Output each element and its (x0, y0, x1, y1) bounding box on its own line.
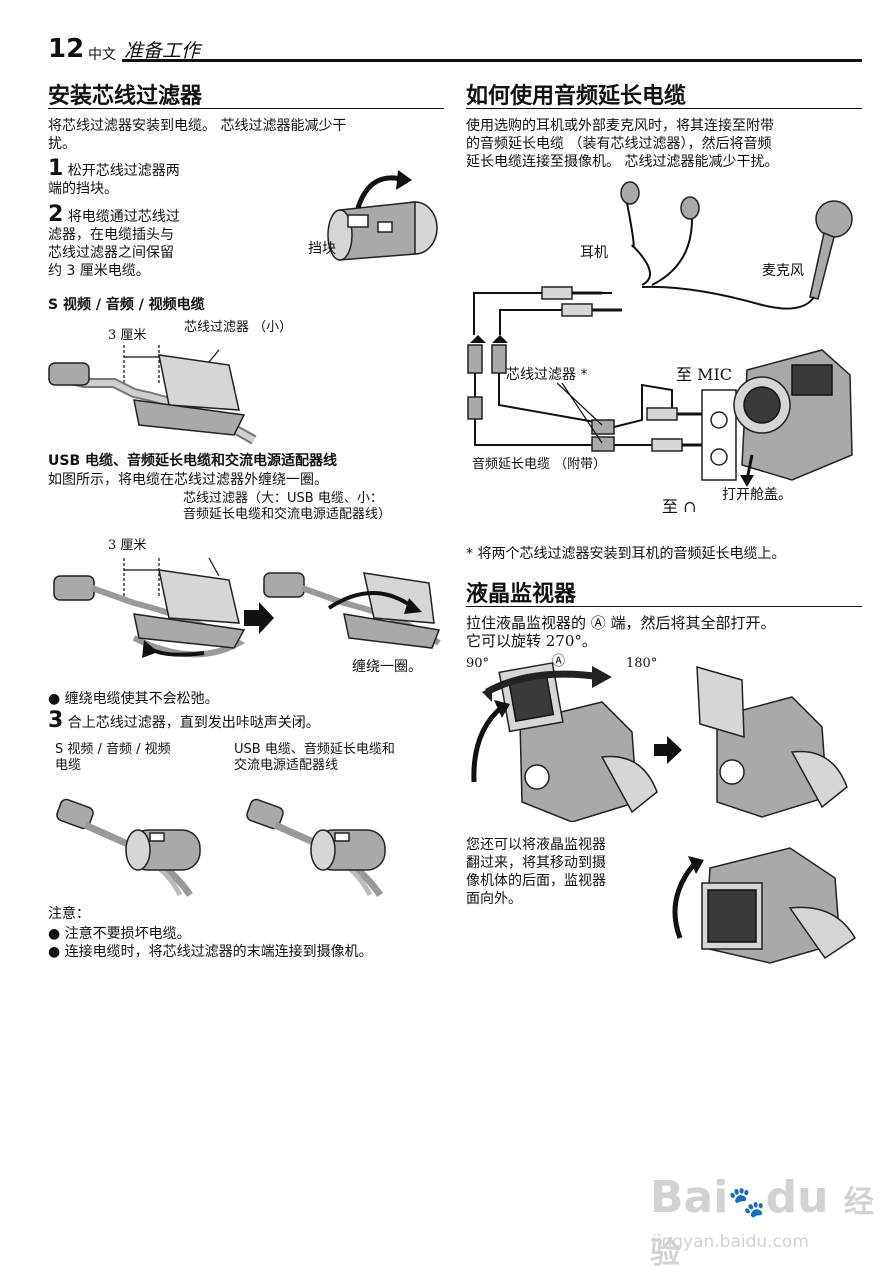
note-item: ● 注意不要损坏电缆。 (48, 926, 191, 942)
notes-list: ● 注意不要损坏电缆。 ● 连接电缆时，将芯线过滤器的末端连接到摄像机。 (48, 925, 373, 961)
to-headphone-text: 至 (662, 497, 679, 516)
bullet-wrap: ● 缠绕电缆使其不会松弛。 (48, 691, 219, 707)
watermark-brand-b: du (765, 1172, 829, 1223)
lcd-text-line: 拉住液晶监视器的 Ⓐ 端，然后将其全部打开。 (466, 614, 776, 632)
dim-3cm-label: 3 厘米 (108, 328, 147, 343)
closed-filter-illustration-1 (56, 798, 201, 897)
step-3-number: 3 (48, 708, 64, 733)
microphone-label: 麦克风 (762, 263, 804, 279)
step-1-line: 端的挡块。 (48, 181, 118, 197)
flip-text-line: 翻过来，将其移动到摄 (466, 855, 606, 871)
watermark-url: jingyan.baidu.com (652, 1232, 809, 1252)
col-svideo-line: S 视频 / 音频 / 视频 (55, 742, 171, 757)
left-section-rule (48, 108, 444, 109)
step-2: 2 将电缆通过芯线过 滤器，在电缆插头与 芯线过滤器之间保留 约 3 厘米电缆。 (48, 204, 180, 280)
right-section-title: 如何使用音频延长电缆 (466, 84, 687, 109)
label-a: Ⓐ (552, 654, 566, 669)
step-2-line: 将电缆通过芯线过 (67, 209, 180, 225)
paw-icon: 🐾 (728, 1185, 766, 1220)
audio-ext-label: 音频延长电缆 （附带） (472, 457, 607, 472)
right-section-rule (466, 108, 862, 109)
step-2-number: 2 (48, 202, 64, 227)
stopper-label: 挡块 (308, 241, 336, 257)
deg-180-label: 180° (626, 656, 658, 671)
core-large-line: 音频延长电缆和交流电源适配器线） (183, 507, 392, 522)
col-usb-line: 交流电源适配器线 (234, 758, 339, 773)
deg-90-label: 90° (466, 656, 490, 671)
cable-small-filter-illustration (47, 345, 257, 445)
lcd-flipped-illustration (672, 847, 856, 964)
right-intro: 使用选购的耳机或外部麦克风时，将其连接至附带 的音频延长电缆 （装有芯线过滤器）… (466, 117, 778, 171)
to-headphone-label: 至 ∩ (662, 498, 697, 516)
headphone-icon: ∩ (683, 497, 697, 516)
core-filter-open-illustration (327, 170, 438, 261)
lcd-text: 拉住液晶监视器的 Ⓐ 端，然后将其全部打开。 它可以旋转 270°。 (466, 614, 776, 650)
notes-title: 注意： (48, 906, 90, 922)
header-rule (122, 59, 862, 62)
left-section-title: 安装芯线过滤器 (48, 84, 203, 109)
step-1: 1 松开芯线过滤器两 端的挡块。 (48, 158, 180, 198)
step-1-number: 1 (48, 156, 64, 181)
col-usb-label: USB 电缆、音频延长电缆和 交流电源适配器线 (234, 742, 395, 774)
step-2-line: 约 3 厘米电缆。 (48, 263, 150, 279)
closed-filter-illustration-2 (246, 798, 386, 897)
left-intro-line: 将芯线过滤器安装到电缆。 芯线过滤器能减少干 (48, 118, 347, 134)
flip-text-line: 您还可以将液晶监视器 (466, 837, 606, 853)
step-1-line: 松开芯线过滤器两 (67, 163, 180, 179)
right-intro-line: 使用选购的耳机或外部麦克风时，将其连接至附带 (466, 118, 774, 134)
language-label: 中文 (88, 47, 116, 63)
core-filter-label: 芯线过滤器 * (506, 367, 588, 383)
to-mic-label: 至 MIC (676, 365, 733, 384)
s-video-heading: S 视频 / 音频 / 视频电缆 (48, 297, 205, 313)
flip-text: 您还可以将液晶监视器 翻过来，将其移动到摄 像机体的后面，监视器 面向外。 (466, 836, 606, 908)
lcd-section-title: 液晶监视器 (466, 582, 577, 607)
col-svideo-line: 电缆 (55, 758, 82, 773)
footnote: * 将两个芯线过滤器安装到耳机的音频延长电缆上。 (466, 546, 786, 562)
watermark-brand-cn: 经验 (650, 1185, 874, 1271)
left-intro-line: 扰。 (48, 136, 76, 152)
watermark-logo: Bai🐾du 经验 (650, 1172, 894, 1274)
right-intro-line: 的音频延长电缆 （装有芯线过滤器），然后将音频 (466, 136, 772, 152)
flip-text-line: 面向外。 (466, 891, 522, 907)
open-cover-label: 打开舱盖。 (722, 487, 792, 503)
usb-heading: USB 电缆、音频延长电缆和交流电源适配器线 (48, 453, 337, 469)
audio-connection-diagram (467, 181, 853, 487)
page-number: 12 (48, 34, 85, 64)
right-intro-line: 延长电缆连接至摄像机。 芯线过滤器能减少干扰。 (466, 154, 779, 170)
lcd-text-line: 它可以旋转 270°。 (466, 632, 597, 650)
dim-3cm-label-2: 3 厘米 (108, 538, 147, 553)
lcd-section-rule (466, 606, 862, 607)
step-3-text: 合上芯线过滤器，直到发出咔哒声关闭。 (67, 715, 320, 731)
usb-text: 如图所示，将电缆在芯线过滤器外缠绕一圈。 (48, 472, 328, 488)
step-3: 3 合上芯线过滤器，直到发出咔哒声关闭。 (48, 710, 320, 732)
wrap-once-label: 缠绕一圈。 (352, 659, 422, 675)
earphone-label: 耳机 (580, 245, 608, 261)
cable-wrap-illustration (53, 557, 441, 658)
step-2-line: 芯线过滤器之间保留 (48, 245, 174, 261)
col-usb-line: USB 电缆、音频延长电缆和 (234, 742, 395, 757)
left-intro: 将芯线过滤器安装到电缆。 芯线过滤器能减少干 扰。 (48, 117, 346, 153)
core-large-label: 芯线过滤器（大：USB 电缆、小： 音频延长电缆和交流电源适配器线） (183, 491, 391, 523)
step-2-line: 滤器，在电缆插头与 (48, 227, 174, 243)
flip-text-line: 像机体的后面，监视器 (466, 873, 606, 889)
chapter-title: 准备工作 (124, 40, 201, 62)
watermark-brand-a: Bai (650, 1172, 729, 1223)
lcd-rotation-illustration (471, 662, 848, 822)
col-svideo-label: S 视频 / 音频 / 视频 电缆 (55, 742, 171, 774)
note-item: ● 连接电缆时，将芯线过滤器的末端连接到摄像机。 (48, 944, 373, 960)
core-small-label: 芯线过滤器 （小） (184, 320, 293, 335)
core-large-line: 芯线过滤器（大：USB 电缆、小： (183, 491, 383, 506)
